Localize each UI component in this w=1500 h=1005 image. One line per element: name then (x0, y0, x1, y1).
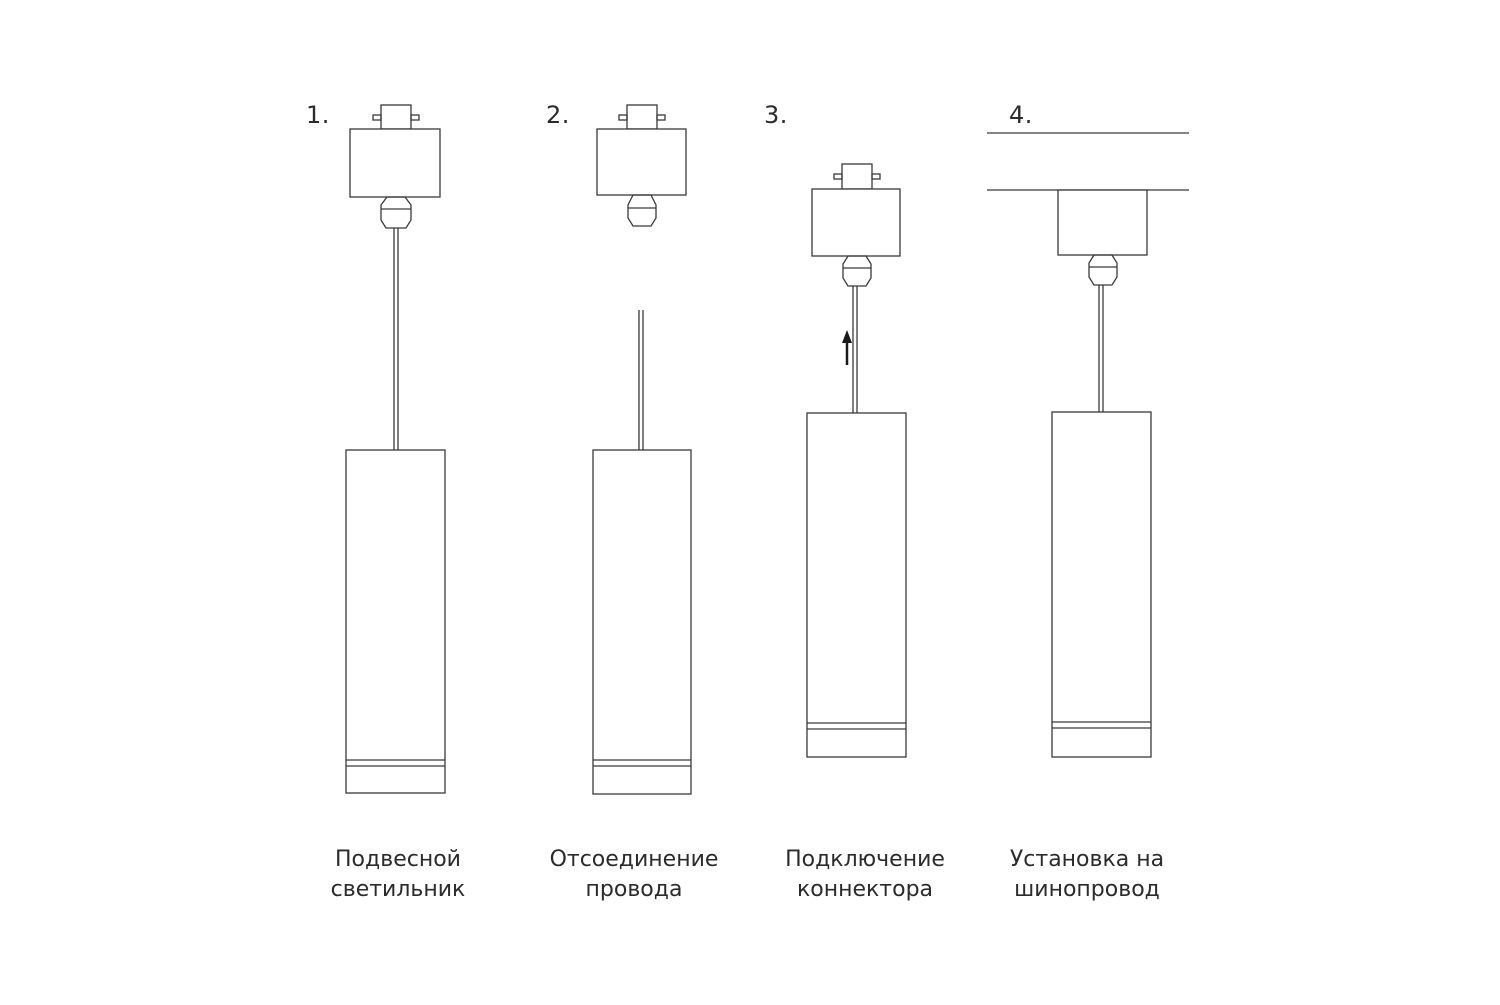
step-3-number: 3. (764, 101, 788, 129)
step-3-caption: Подключение коннектора (755, 845, 975, 905)
lamp-body (592, 449, 692, 795)
caption-line: шинопровод (1014, 877, 1160, 902)
step-1-caption: Подвесной светильник (288, 845, 508, 905)
caption-line: Подвесной (335, 847, 461, 872)
lamp-body (345, 449, 446, 794)
caption-line: Подключение (785, 847, 945, 872)
step-2-number: 2. (546, 101, 570, 129)
step-4-drawing (987, 132, 1189, 758)
track-adapter (1057, 189, 1148, 286)
caption-line: Отсоединение (549, 847, 719, 872)
step-4-number: 4. (1009, 101, 1033, 129)
step-1-number: 1. (306, 101, 330, 129)
lamp-body (806, 412, 907, 758)
caption-line: коннектора (796, 877, 934, 902)
suspension-wire (1098, 285, 1104, 412)
track-adapter (596, 104, 687, 227)
step-1-drawing (345, 104, 446, 794)
caption-line: светильник (330, 877, 466, 902)
track-adapter (349, 104, 441, 229)
suspension-wire (638, 310, 644, 450)
lamp-body (1051, 411, 1152, 758)
suspension-wire (852, 286, 858, 413)
arrow-up-icon (842, 330, 852, 365)
caption-line: провода (585, 877, 683, 902)
step-2-caption: Отсоединение провода (524, 845, 744, 905)
busbar-track (987, 132, 1189, 191)
suspension-wire (393, 228, 399, 450)
caption-line: Установка на (1009, 847, 1165, 872)
track-adapter (811, 163, 901, 287)
step-3-drawing (806, 163, 907, 758)
step-2-drawing (592, 104, 692, 795)
step-4-caption: Установка на шинопровод (977, 845, 1197, 905)
